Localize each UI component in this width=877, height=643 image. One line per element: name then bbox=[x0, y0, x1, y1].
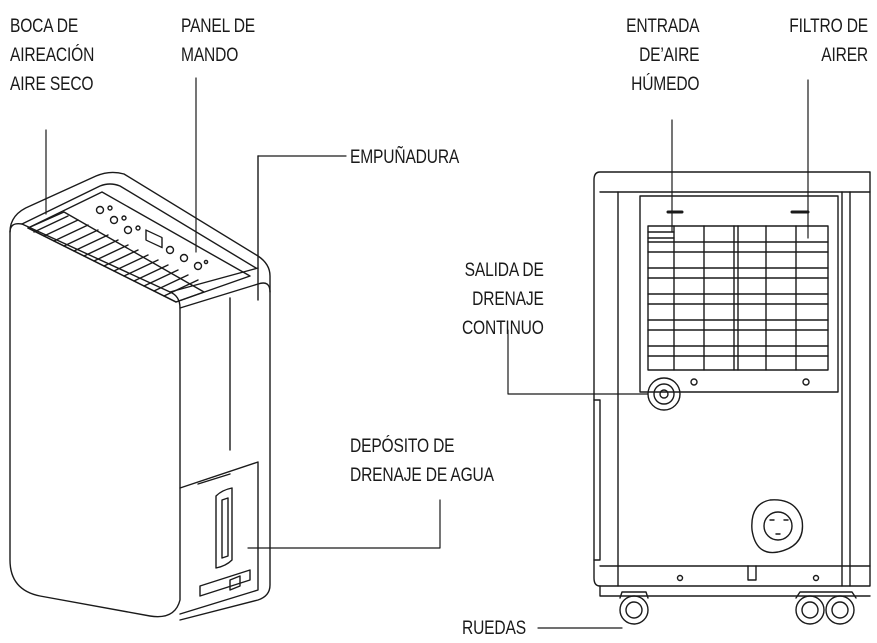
label-water-tank: DEPÓSITO DE DRENAJE DE AGUA bbox=[350, 436, 494, 486]
label-air-filter: FILTRO DE AIRER bbox=[789, 16, 868, 66]
front-top-recess bbox=[27, 191, 251, 303]
back-drain-outlet bbox=[647, 377, 681, 411]
label-dry-air-outlet: BOCA DE AIREACIÓN AIRE SECO bbox=[10, 16, 95, 95]
back-view-unit bbox=[593, 171, 871, 625]
label-control-panel: PANEL DE MANDO bbox=[181, 16, 256, 66]
leader-continuous-drain bbox=[507, 329, 649, 395]
leader-water-tank bbox=[247, 499, 441, 549]
back-wheels bbox=[619, 591, 857, 625]
label-wheels: RUEDAS bbox=[462, 618, 526, 639]
front-air-vent bbox=[27, 211, 205, 303]
back-air-filter-grid bbox=[647, 225, 829, 371]
back-power-plug bbox=[751, 499, 804, 554]
front-body-outline bbox=[9, 222, 181, 618]
back-grille-frame bbox=[639, 195, 839, 393]
label-continuous-drain: SALIDA DE DRENAJE CONTINUO bbox=[462, 260, 544, 339]
label-humid-air-inlet: ENTRADA DE’AIRE HÚMEDO bbox=[625, 16, 699, 95]
front-top-lid bbox=[9, 171, 271, 293]
front-view-unit bbox=[9, 155, 271, 621]
label-handle: EMPUÑADURA bbox=[350, 147, 460, 168]
front-body-side bbox=[179, 282, 271, 621]
leader-lines bbox=[45, 77, 809, 629]
front-control-panel bbox=[95, 205, 209, 271]
front-water-tank bbox=[179, 461, 259, 615]
front-top-edge bbox=[21, 183, 257, 269]
